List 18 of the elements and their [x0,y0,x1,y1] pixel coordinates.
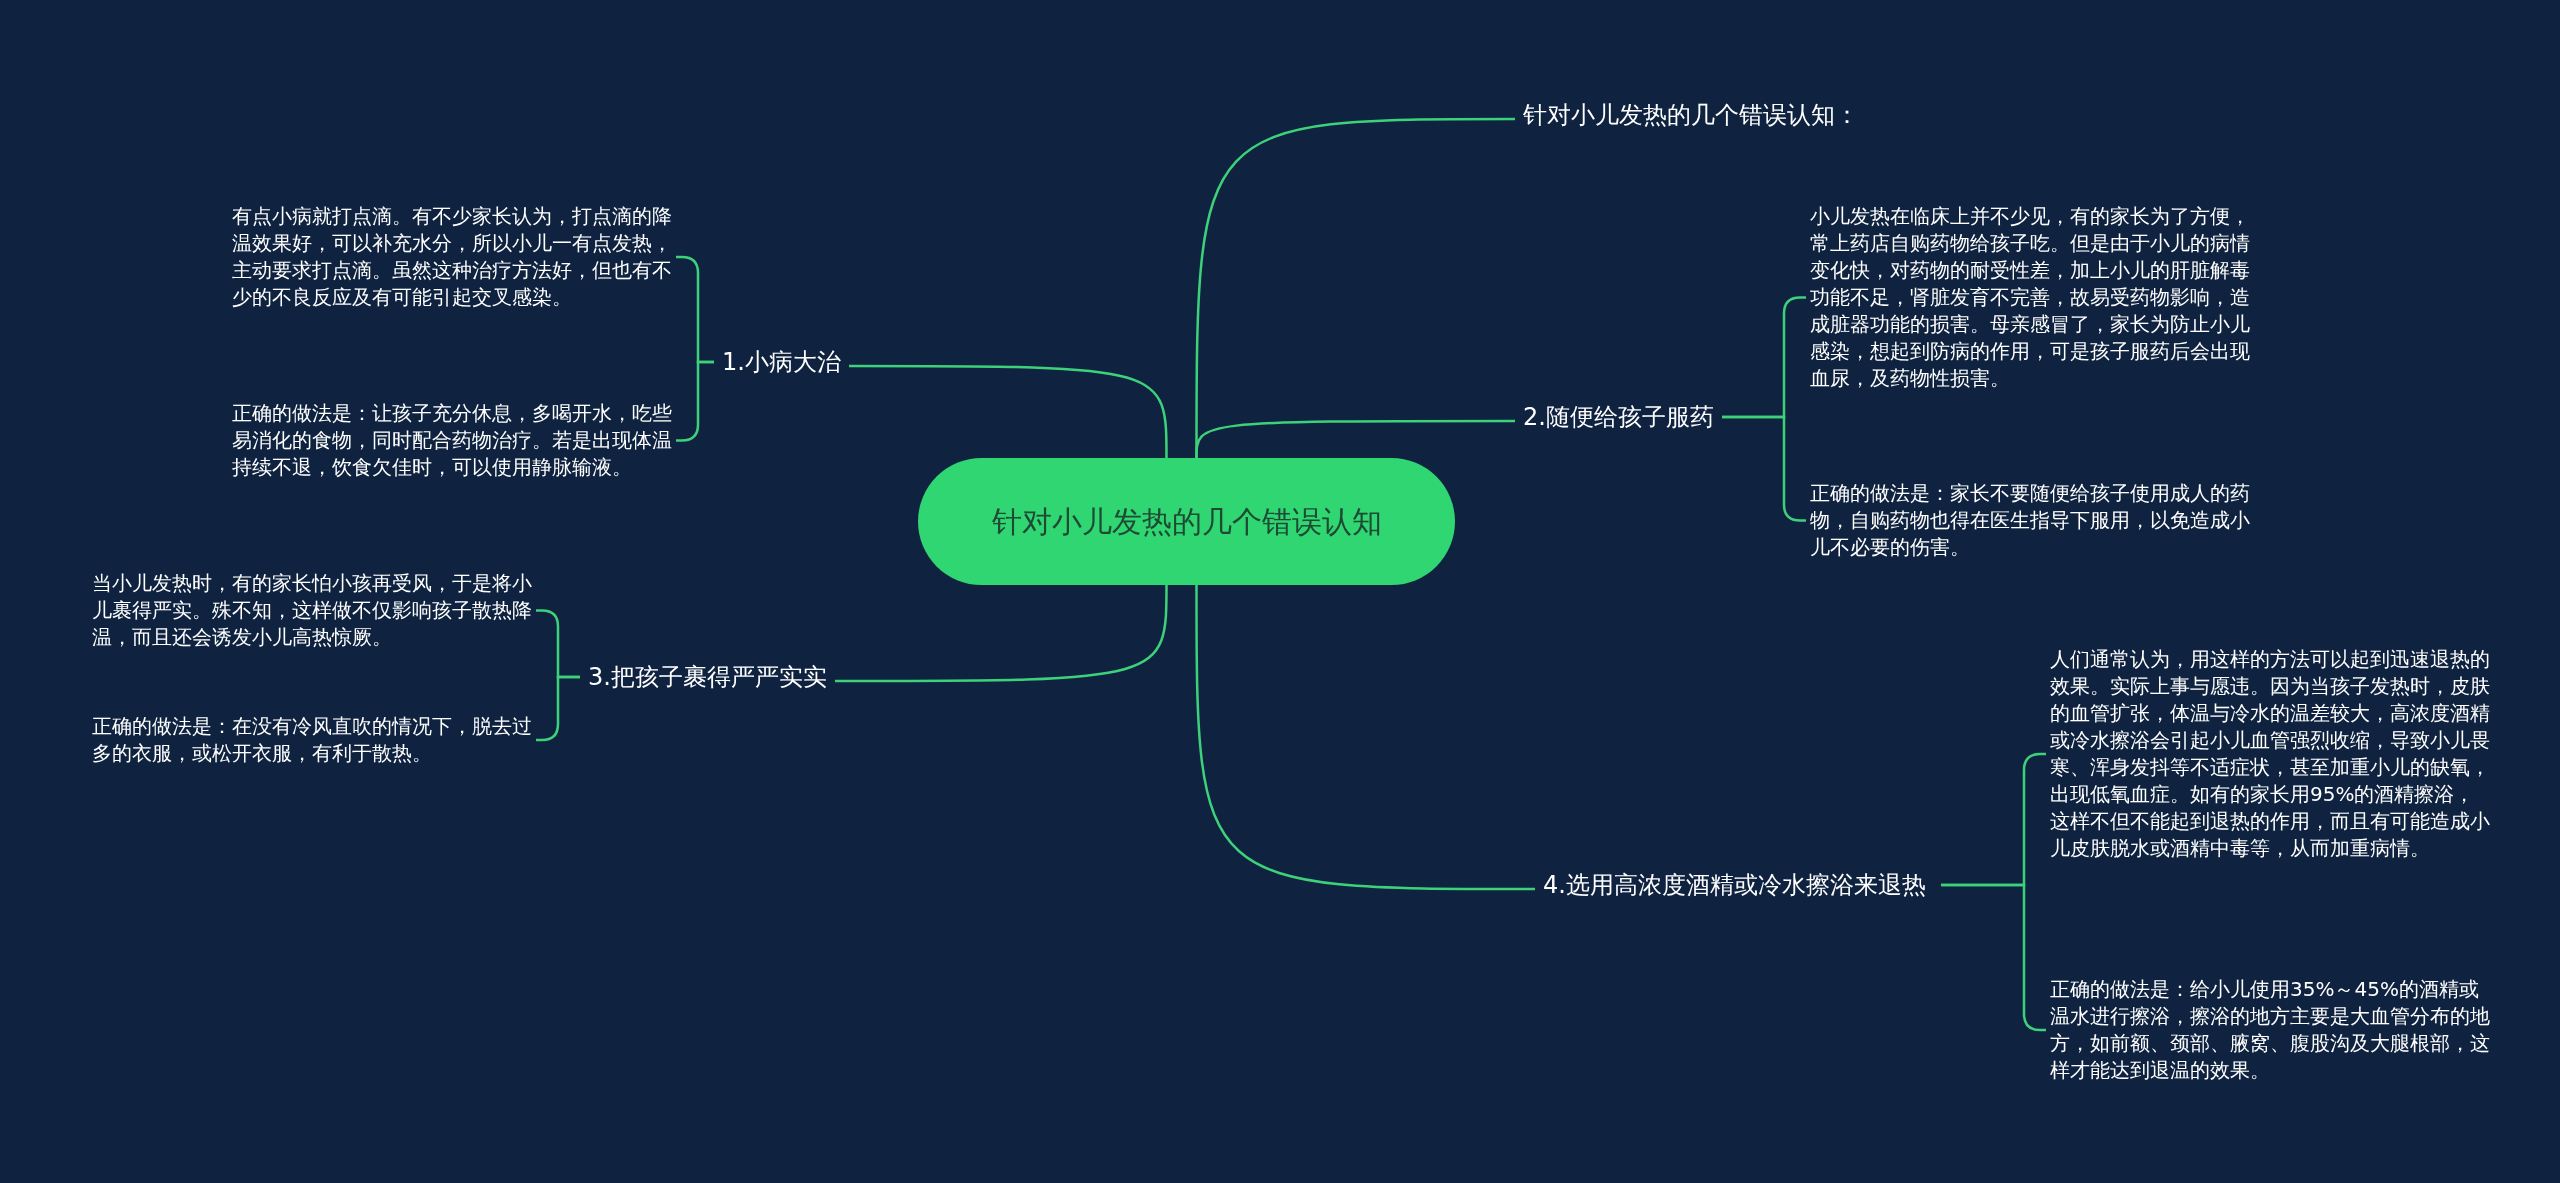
note-text: 正确的做法是：让孩子充分休息，多喝开水，吃些易消化的食物，同时配合药物治疗。若是出现体温持续不退，饮食欠佳时，可以使用静脉输液。 [232,400,672,481]
topic-label: 1.小病大治 [722,345,841,379]
connector-line [1195,419,1515,459]
topic-label: 4.选用高浓度酒精或冷水擦浴来退热 [1543,868,1933,902]
note-text: 当小儿发热时，有的家长怕小孩再受风，于是将小儿裹得严实。殊不知，这样做不仅影响孩子散热降温，而且还会诱发小儿高热惊厥。 [92,570,532,651]
note-text: 正确的做法是：给小儿使用35%～45%的酒精或温水进行擦浴，擦浴的地方主要是大血管分布的地方，如前额、颈部、腋窝、腹股沟及大腿根部，这样才能达到退温的效果。 [2050,976,2490,1084]
connector-line [849,364,1168,458]
note-text: 人们通常认为，用这样的方法可以起到迅速退热的效果。实际上事与愿违。因为当孩子发热时，皮肤的血管扩张，体温与冷水的温差较大，高浓度酒精或冷水擦浴会引起小儿血管强烈收缩，导致小儿畏寒、浑身发抖等不适症状，甚至加重小儿的缺氧，出现低氧血症。如有的家长用95%的酒精擦浴，这样不但不能起到退热的作用，而且有可能造成小儿皮肤脱水或酒精中毒等，从而加重病情。 [2050,646,2490,862]
note-text: 正确的做法是：家长不要随便给孩子使用成人的药物，自购药物也得在医生指导下服用，以免造成小儿不必要的伤害。 [1810,480,2250,561]
topic-label: 3.把孩子裹得严严实实 [588,660,827,694]
central-topic: 针对小儿发热的几个错误认知 [918,458,1455,585]
note-text: 正确的做法是：在没有冷风直吹的情况下，脱去过多的衣服，或松开衣服，有利于散热。 [92,713,532,767]
topic-label: 针对小儿发热的几个错误认知： [1523,98,1859,132]
topic-label: 2.随便给孩子服药 [1523,400,1714,434]
connector-line [1195,585,1535,891]
connector-line [835,585,1168,683]
note-text: 小儿发热在临床上并不少见，有的家长为了方便，常上药店自购药物给孩子吃。但是由于小儿的病情变化快，对药物的耐受性差，加上小儿的肝脏解毒功能不足，肾脏发育不完善，故易受药物影响，造成脏器功能的损害。母亲感冒了，家长为防止小儿感染，想起到防病的作用，可是孩子服药后会出现血尿，及药物性损害。 [1810,203,2250,392]
note-text: 有点小病就打点滴。有不少家长认为，打点滴的降温效果好，可以补充水分，所以小儿一有点发热，主动要求打点滴。虽然这种治疗方法好，但也有不少的不良反应及有可能引起交叉感染。 [232,203,672,311]
